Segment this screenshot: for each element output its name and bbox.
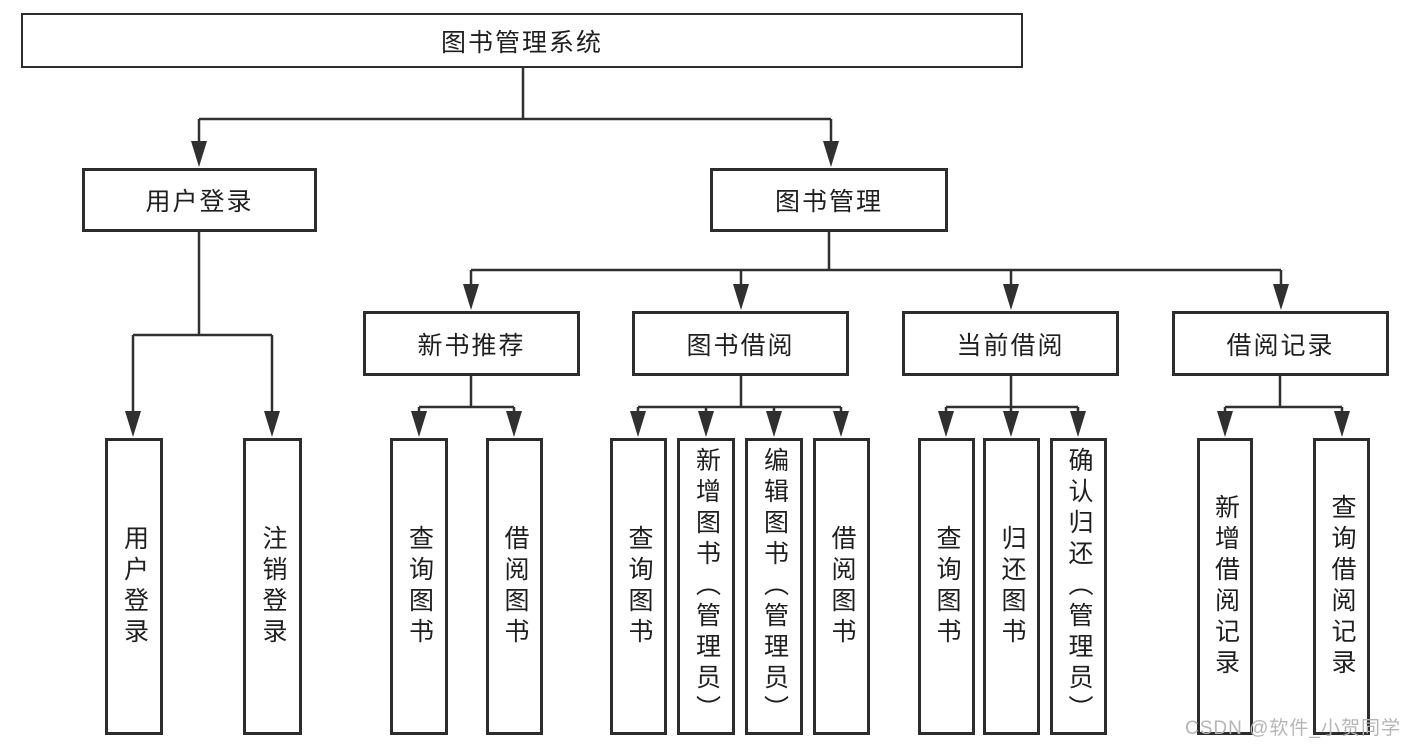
leaf-borrow-books: 借阅图书 xyxy=(813,438,870,735)
node-new-book-recommend: 新书推荐 xyxy=(363,311,580,376)
leaf-borrow-books-newbook: 借阅图书 xyxy=(486,438,543,735)
root-node-library-system: 图书管理系统 xyxy=(21,13,1023,68)
leaf-query-borrow-record: 查询借阅记录 xyxy=(1313,438,1370,735)
leaf-user-login: 用户登录 xyxy=(105,438,163,735)
node-user-login: 用户登录 xyxy=(82,168,317,232)
node-current-borrow: 当前借阅 xyxy=(902,311,1119,376)
leaf-query-books-newbook: 查询图书 xyxy=(390,438,448,735)
leaf-return-books: 归还图书 xyxy=(983,438,1040,735)
node-book-borrow: 图书借阅 xyxy=(632,311,849,376)
node-book-management: 图书管理 xyxy=(710,168,948,232)
leaf-confirm-return-admin: 确认归还（管理员） xyxy=(1050,438,1107,735)
leaf-add-books-admin: 新增图书（管理员） xyxy=(677,438,735,735)
arrowheads xyxy=(125,141,1350,437)
leaf-logout: 注销登录 xyxy=(243,438,302,735)
node-borrow-record: 借阅记录 xyxy=(1172,311,1389,376)
leaf-edit-books-admin: 编辑图书（管理员） xyxy=(745,438,803,735)
leaf-query-books-borrow: 查询图书 xyxy=(610,438,667,735)
leaf-add-borrow-record: 新增借阅记录 xyxy=(1197,438,1253,735)
csdn-watermark: CSDN @软件_小贺同学 xyxy=(1185,718,1401,739)
leaf-query-books-current: 查询图书 xyxy=(918,438,975,735)
